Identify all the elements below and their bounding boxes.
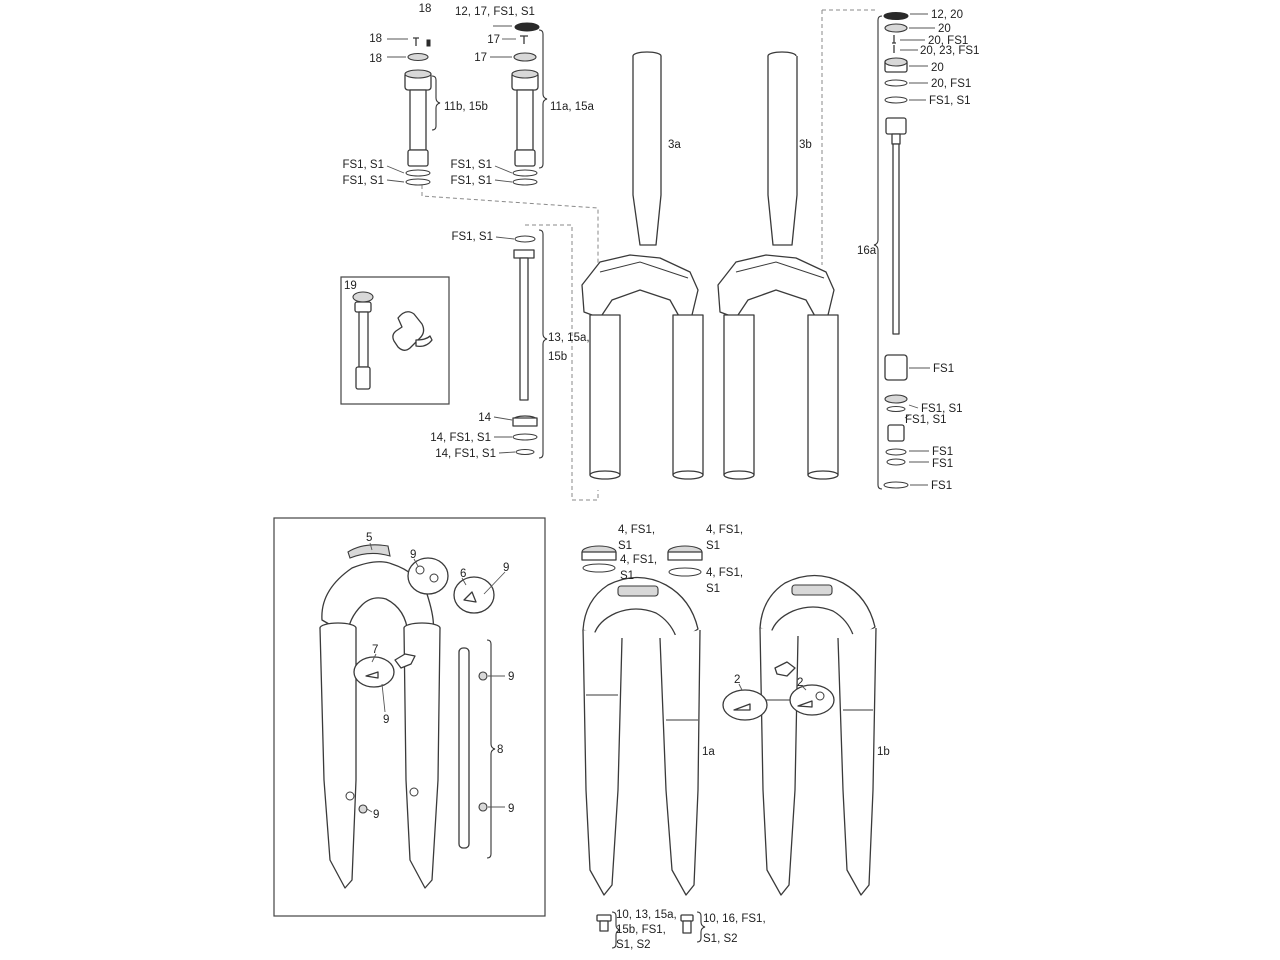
label-9: 9 xyxy=(410,549,416,561)
label-fs1: FS1 xyxy=(931,480,952,492)
label-11a-15a: 11a, 15a xyxy=(550,101,595,113)
label-fs1-s1: FS1, S1 xyxy=(451,231,493,243)
label-fs1: FS1 xyxy=(933,363,954,375)
label-5: 5 xyxy=(366,532,372,544)
label-9: 9 xyxy=(508,671,514,683)
label-20-23-fs1: 20, 23, FS1 xyxy=(920,45,979,57)
label-15b: 15b xyxy=(548,351,567,363)
label-fs1-s1: FS1, S1 xyxy=(905,414,947,426)
lower-leg-detail-box xyxy=(273,517,546,917)
label-4-fs1: 4, FS1, xyxy=(618,524,655,536)
label-fs1: FS1 xyxy=(932,458,953,470)
label-fs1-s1: FS1, S1 xyxy=(342,159,384,171)
crown-steerer-3a xyxy=(581,51,704,480)
label-s1: S1 xyxy=(706,540,720,552)
label-2: 2 xyxy=(734,674,740,686)
label-19: 19 xyxy=(344,280,357,292)
label-s1-s2: S1, S2 xyxy=(616,939,651,951)
seal-kit-4 xyxy=(581,545,703,577)
label-4-fs1: 4, FS1, xyxy=(620,554,657,566)
label-18: 18 xyxy=(369,33,382,45)
label-12-17-fs1-s1: 12, 17, FS1, S1 xyxy=(455,6,535,18)
label-10-13-15a: 10, 13, 15a, xyxy=(616,909,677,921)
label-1a: 1a xyxy=(702,746,715,758)
label-12-20: 12, 20 xyxy=(931,9,963,21)
label-20: 20 xyxy=(938,23,951,35)
label-s1: S1 xyxy=(706,583,720,595)
label-fs1-s1: FS1, S1 xyxy=(929,95,971,107)
shaft-assembly-13 xyxy=(493,229,548,459)
label-7: 7 xyxy=(372,644,378,656)
label-fs1-s1: FS1, S1 xyxy=(921,403,963,415)
label-14-fs1-s1: 14, FS1, S1 xyxy=(435,448,496,460)
label-20-fs1: 20, FS1 xyxy=(931,78,971,90)
remote-damper-box-19 xyxy=(340,276,450,405)
label-3a: 3a xyxy=(668,139,681,151)
assembly-guide-lines xyxy=(421,9,878,501)
label-15b-fs1: 15b, FS1, xyxy=(616,924,666,936)
damper-assembly-11a xyxy=(490,22,548,186)
label-s1: S1 xyxy=(620,570,634,582)
label-14: 14 xyxy=(478,412,491,424)
label-fs1-s1: FS1, S1 xyxy=(450,175,492,187)
label-3b: 3b xyxy=(799,139,812,151)
part-labels: 18 18 18 11b, 15b FS1, S1 FS1, S1 12, 17… xyxy=(342,3,979,951)
label-17: 17 xyxy=(474,52,487,64)
label-14-fs1-s1: 14, FS1, S1 xyxy=(430,432,491,444)
label-9: 9 xyxy=(373,809,379,821)
label-fs1-s1: FS1, S1 xyxy=(450,159,492,171)
label-20: 20 xyxy=(931,62,944,74)
label-9: 9 xyxy=(503,562,509,574)
label-2: 2 xyxy=(797,677,803,689)
label-s1-s2: S1, S2 xyxy=(703,933,738,945)
label-17: 17 xyxy=(487,34,500,46)
air-spring-assembly-16a xyxy=(873,12,935,490)
label-fs1: FS1 xyxy=(932,446,953,458)
lower-legs-1b xyxy=(722,574,877,896)
label-16a: 16a xyxy=(857,245,877,257)
label-20-fs1: 20, FS1 xyxy=(928,35,968,47)
label-18: 18 xyxy=(419,3,432,15)
label-fs1-s1: FS1, S1 xyxy=(342,175,384,187)
label-s1: S1 xyxy=(618,540,632,552)
label-9: 9 xyxy=(383,714,389,726)
label-8: 8 xyxy=(497,744,503,756)
lower-legs-1a xyxy=(582,576,706,949)
label-9: 9 xyxy=(508,803,514,815)
label-6: 6 xyxy=(460,568,466,580)
crown-steerer-3b xyxy=(717,51,839,480)
label-13-15a: 13, 15a, xyxy=(548,332,590,344)
label-4-fs1: 4, FS1, xyxy=(706,567,743,579)
damper-assembly-11b xyxy=(386,37,441,186)
label-10-16-fs1: 10, 16, FS1, xyxy=(703,913,766,925)
label-1b: 1b xyxy=(877,746,890,758)
label-4-fs1: 4, FS1, xyxy=(706,524,743,536)
label-18: 18 xyxy=(369,53,382,65)
label-11b-15b: 11b, 15b xyxy=(444,101,488,113)
